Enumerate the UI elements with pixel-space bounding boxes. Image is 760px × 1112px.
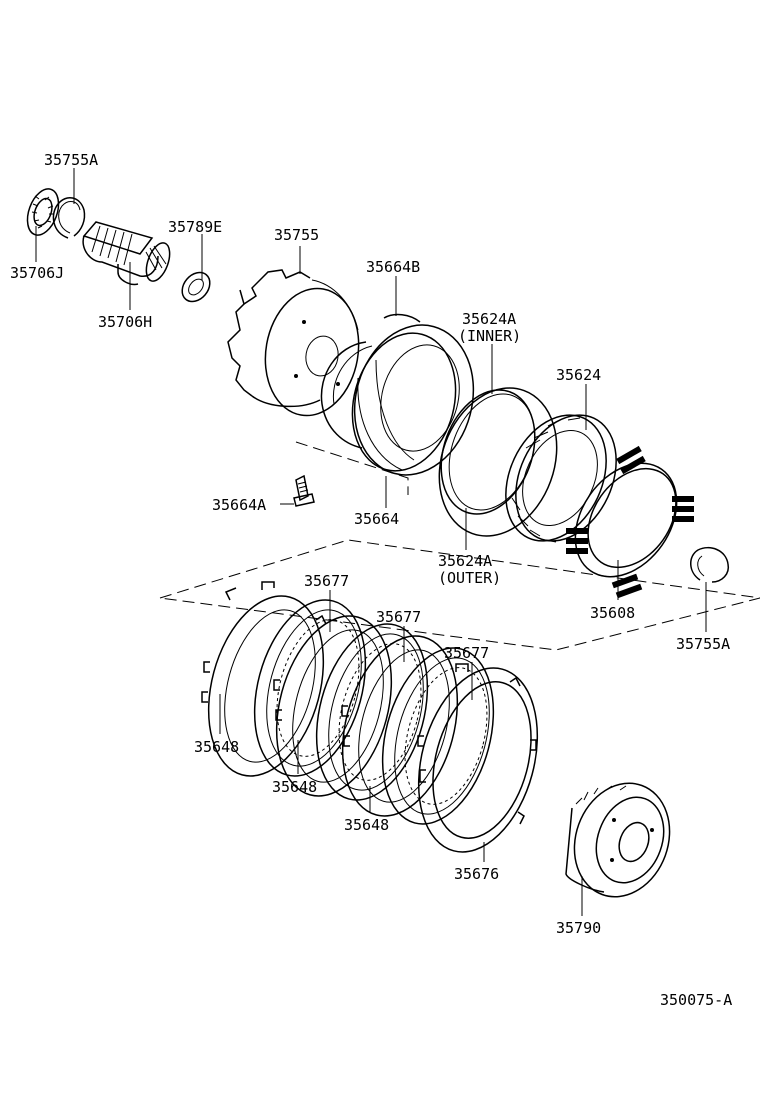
label-35648-a: 35648 [194,738,239,756]
label-35706H: 35706H [98,313,152,331]
diagram-code: 350075-A [660,991,732,1009]
clutch-plate-35648-b [273,615,393,797]
return-spring-35608 [566,445,694,599]
shaft-35706H [82,221,171,286]
clutch-hub-35790 [565,782,671,898]
label-35624A-outer-note: (OUTER) [438,569,501,587]
leader-lines [35,168,707,916]
needle-bearing-35706J [26,188,60,236]
label-35789E: 35789E [168,218,222,236]
label-35790: 35790 [556,919,601,937]
upper-group-outline [295,441,409,495]
label-35677-a: 35677 [304,572,349,590]
label-35706J: 35706J [10,264,64,282]
piston-35664 [351,324,475,476]
piston-35624 [505,414,617,543]
label-35677-b: 35677 [376,608,421,626]
label-35664: 35664 [354,510,399,528]
snap-ring-35755A-top [52,197,86,239]
bolt-35664A [293,474,315,507]
snap-ring-35664B [320,313,421,449]
label-35676: 35676 [454,865,499,883]
part-labels: 35755A 35706J 35706H 35789E 35755 35664B… [10,151,732,1009]
label-35677-c: 35677 [444,644,489,662]
flange-35676 [417,663,539,853]
label-35624: 35624 [556,366,601,384]
label-35648-b: 35648 [272,778,317,796]
label-35755: 35755 [274,226,319,244]
o-ring-35624A-outer [438,387,558,537]
washer-35789E [181,271,211,303]
clutch-plate-35648-a [201,581,327,777]
label-35755A-right: 35755A [676,635,730,653]
label-35755A-top: 35755A [44,151,98,169]
label-35624A-inner: 35624A [462,310,516,328]
clutch-plate-35648-c [341,635,459,817]
clutch-pack-outline [159,539,760,651]
label-35664A: 35664A [212,496,266,514]
label-35608: 35608 [590,604,635,622]
label-35624A-inner-note: (INNER) [458,327,521,345]
clutch-drum-35755 [227,269,360,417]
label-35664B: 35664B [366,258,420,276]
label-35624A-outer: 35624A [438,552,492,570]
label-35648-c: 35648 [344,816,389,834]
clutch-disc-35677-b [315,623,429,801]
snap-ring-35755A-right [690,546,730,583]
clutch-disc-35677-c [381,647,495,825]
